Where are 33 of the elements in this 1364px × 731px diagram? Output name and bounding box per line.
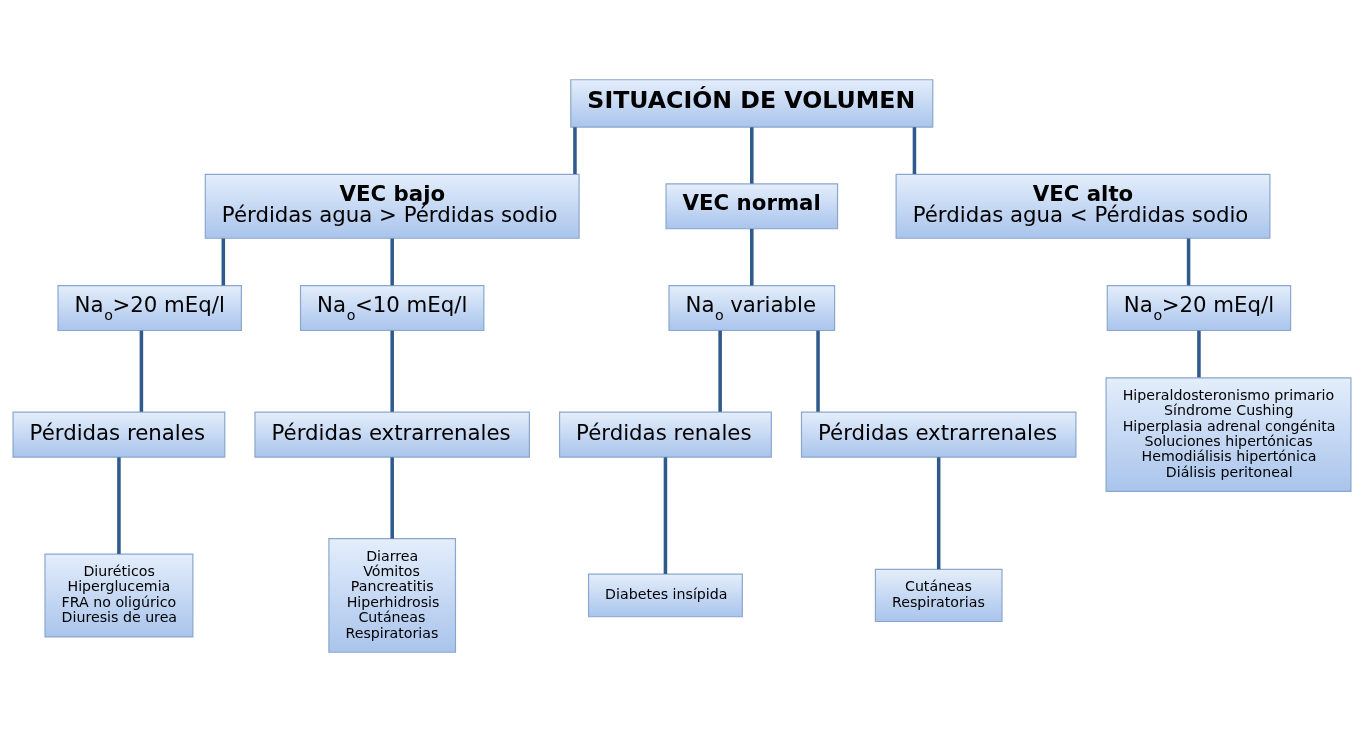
node-box: Na$_{o}$>20 mEq/l [1106, 284, 1292, 331]
node-box: Na$_{o}$<10 mEq/l [299, 284, 485, 331]
connector [663, 456, 668, 574]
node-box: Pérdidas extrarrenales [254, 411, 530, 458]
connector [750, 126, 754, 184]
node-box: Diuréticos Hiperglucemia FRA no oligúrico Diuresis de urea [44, 553, 194, 637]
connector [912, 126, 917, 174]
node-box: Pérdidas renales [12, 411, 226, 458]
connector [117, 456, 121, 554]
node-box: VEC alto Pérdidas agua < Pérdidas sodio [895, 173, 1271, 239]
connector [1197, 330, 1201, 377]
connector [718, 330, 722, 412]
node-box: VEC bajo Pérdidas agua > Pérdidas sodio [204, 173, 580, 239]
connector [573, 126, 577, 174]
node-box: Cutáneas Respiratorias [874, 568, 1003, 622]
node-box: Na$_{o}$>20 mEq/l [57, 284, 242, 331]
connector [390, 456, 394, 539]
node-box: Diabetes insípida [587, 573, 743, 617]
connector [816, 330, 820, 412]
connector [139, 330, 144, 412]
node-box: Pérdidas renales [559, 411, 772, 458]
connector [221, 238, 226, 285]
node-box: SITUACIÓN DE VOLUMEN [570, 78, 934, 128]
node-box: VEC normal [665, 182, 839, 229]
connector [390, 238, 394, 285]
connector [750, 228, 754, 286]
node-box: Hiperaldosteronismo primario Síndrome Cushing Hiperplasia adrenal congénita Soluciones hipertónicas Hemodiálisis hipertónica Diálisis peritoneal [1105, 376, 1352, 492]
node-box: Na$_{o}$ variable [668, 284, 836, 331]
connector [390, 330, 394, 412]
node-box: Diarrea Vómitos Pancreatitis Hiperhidrosis Cutáneas Respiratorias [328, 537, 457, 653]
connector [936, 456, 941, 569]
connector [1186, 238, 1191, 285]
node-box: Pérdidas extrarrenales [800, 411, 1077, 458]
